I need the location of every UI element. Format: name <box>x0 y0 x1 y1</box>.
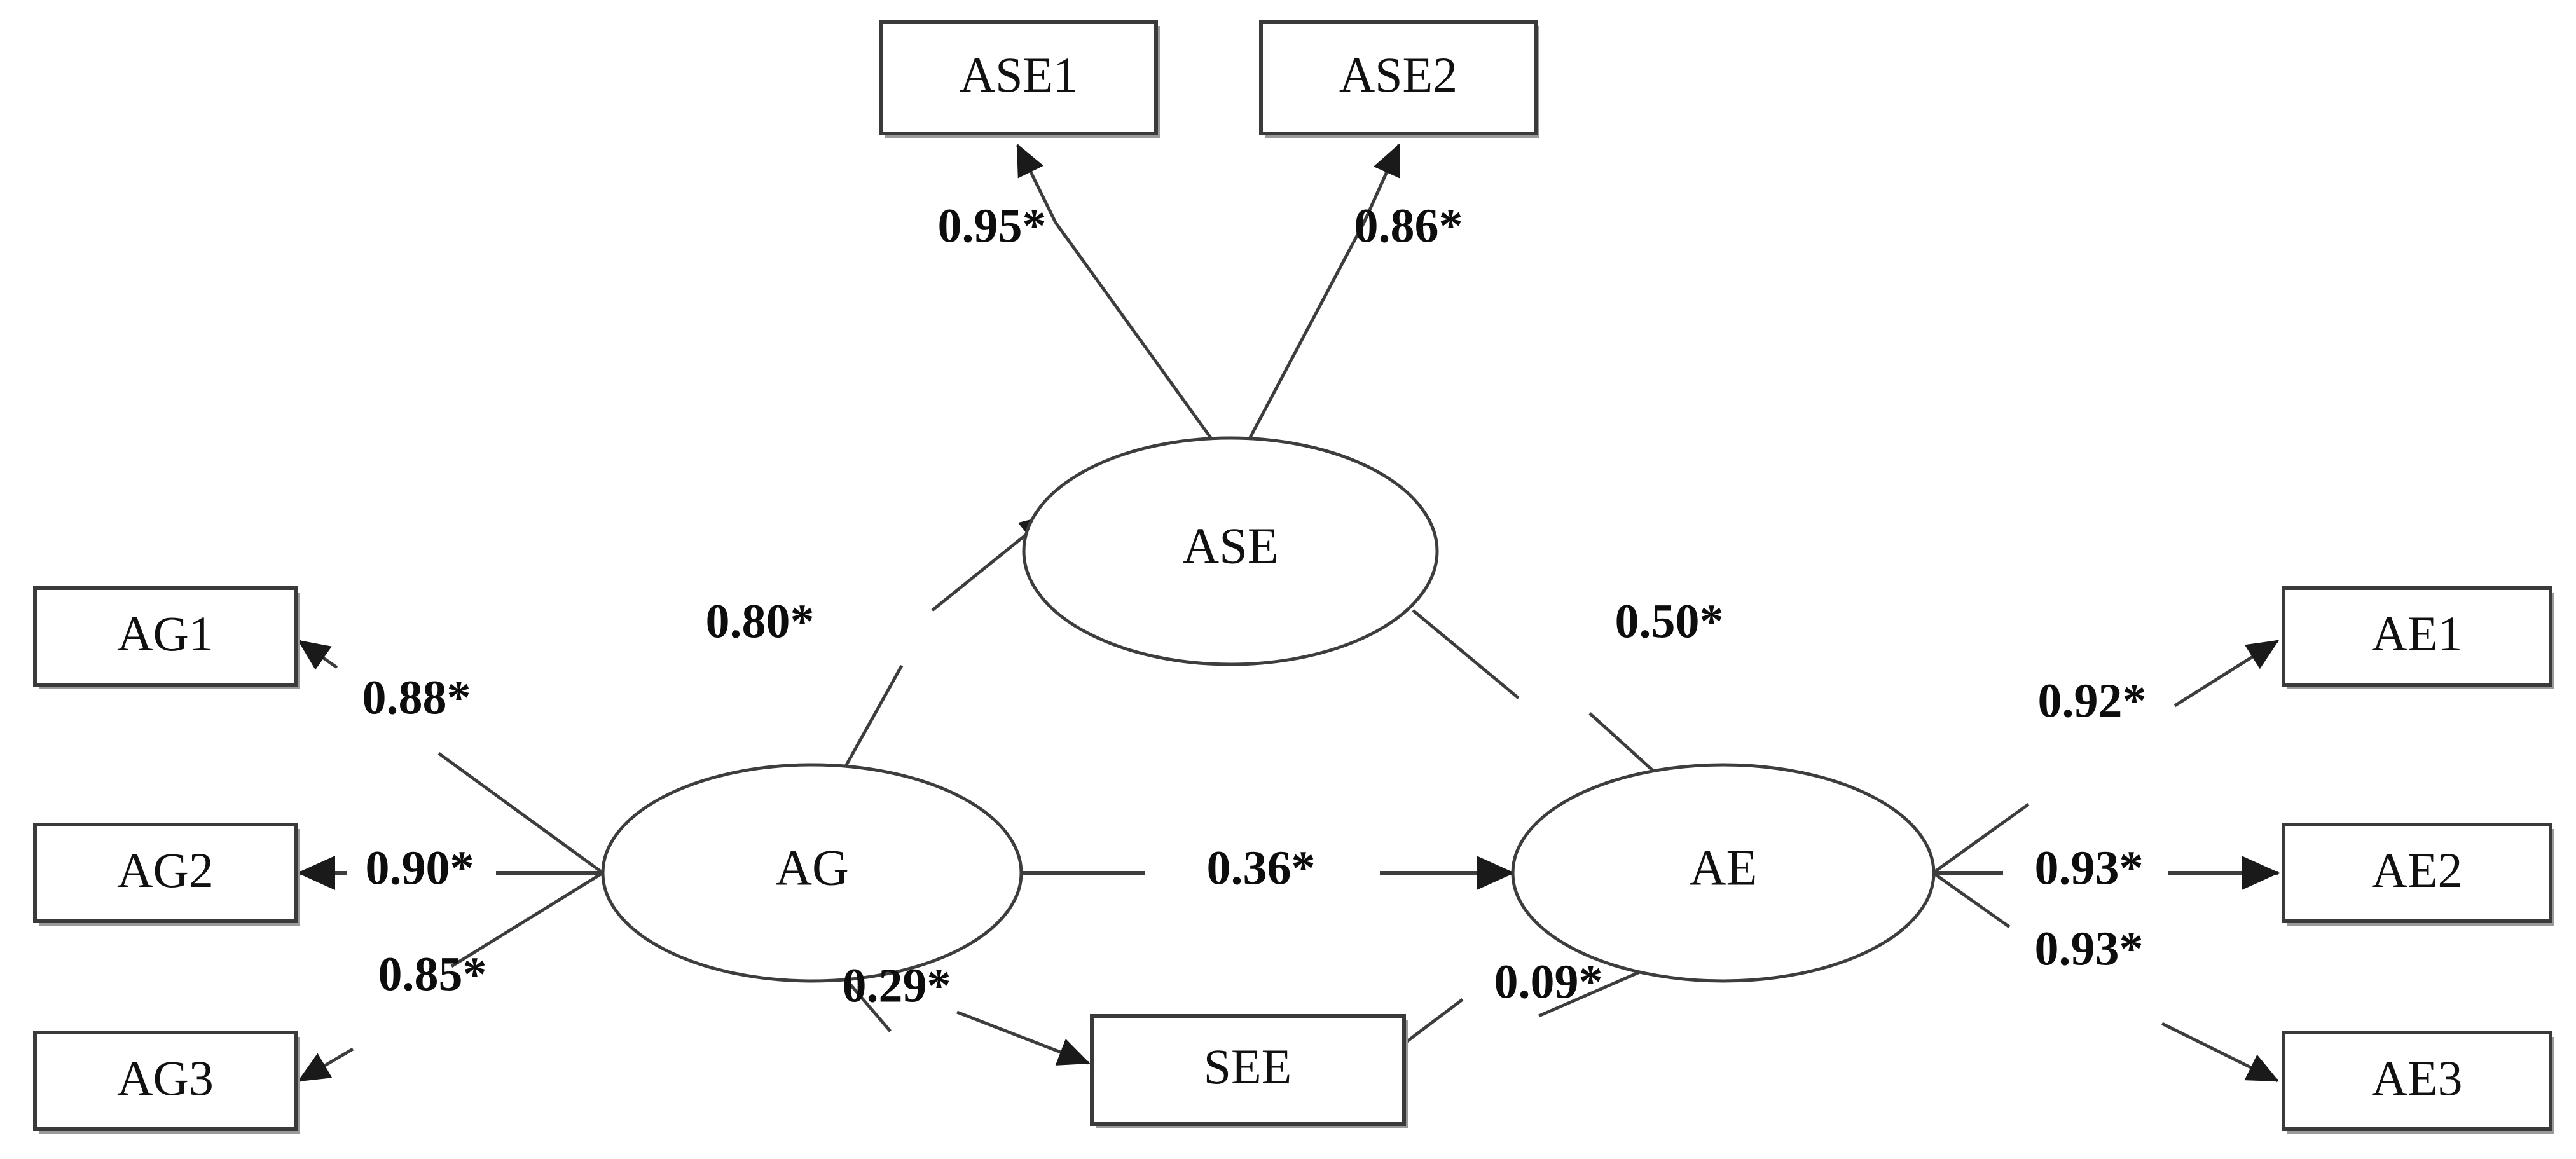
node-see-label: SEE <box>1204 1039 1292 1094</box>
path-ag-to-ase <box>844 514 1052 767</box>
path-ase-to-ase1 <box>1016 143 1213 440</box>
path-ag-to-ag3 <box>297 871 604 1083</box>
node-ae2[interactable]: AE2 <box>2282 823 2554 926</box>
coef-ase-ae: 0.50* <box>1615 594 1724 648</box>
coef-ag-ase: 0.80* <box>706 594 815 648</box>
coef-ag-ag3: 0.85* <box>378 947 487 1001</box>
node-ae1[interactable]: AE1 <box>2282 586 2554 689</box>
coef-ag-see: 0.29* <box>843 959 951 1012</box>
path-ag-to-see <box>844 978 1091 1066</box>
coef-see-ae: 0.09* <box>1494 955 1603 1008</box>
coef-ag-ae: 0.36* <box>1207 841 1316 895</box>
node-ae3[interactable]: AE3 <box>2282 1031 2554 1134</box>
path-ase-to-ase2 <box>1248 143 1401 440</box>
path-ae-to-ae1 <box>1932 639 2280 875</box>
coef-ase-ase1: 0.95* <box>938 199 1047 252</box>
coef-ae-ae3: 0.93* <box>2035 922 2144 975</box>
node-ae-latent-label: AE <box>1690 840 1758 896</box>
coef-ae-ae2: 0.93* <box>2035 841 2144 895</box>
coef-ag-ag2: 0.90* <box>366 841 474 895</box>
node-ase1-label: ASE1 <box>960 47 1078 102</box>
node-see[interactable]: SEE <box>1090 1014 1408 1128</box>
node-ag-latent-label: AG <box>775 840 849 896</box>
node-ase-latent-label: ASE <box>1182 518 1278 574</box>
path-ag-to-ag1 <box>297 639 604 875</box>
node-ag3[interactable]: AG3 <box>33 1031 300 1134</box>
node-ae2-label: AE2 <box>2372 842 2463 898</box>
path-ae-to-ae3 <box>1932 871 2280 1083</box>
node-ae-latent[interactable]: AE <box>1511 763 1936 983</box>
node-ag1-label: AG1 <box>117 606 214 661</box>
node-ae1-label: AE1 <box>2372 606 2463 661</box>
node-ase1[interactable]: ASE1 <box>879 20 1160 138</box>
node-ag2-label: AG2 <box>117 842 214 898</box>
node-ase2[interactable]: ASE2 <box>1259 20 1539 138</box>
node-ag3-label: AG3 <box>117 1050 214 1106</box>
node-ae3-label: AE3 <box>2372 1050 2463 1106</box>
coef-ae-ae1: 0.92* <box>2038 674 2147 727</box>
node-ag-latent[interactable]: AG <box>601 763 1023 983</box>
coef-ase-ase2: 0.86* <box>1354 199 1463 252</box>
coef-ag-ag1: 0.88* <box>362 671 471 724</box>
node-ag2[interactable]: AG2 <box>33 823 300 926</box>
node-ag1[interactable]: AG1 <box>33 586 300 689</box>
node-ase-latent[interactable]: ASE <box>1022 436 1439 666</box>
node-ase2-label: ASE2 <box>1339 47 1457 102</box>
